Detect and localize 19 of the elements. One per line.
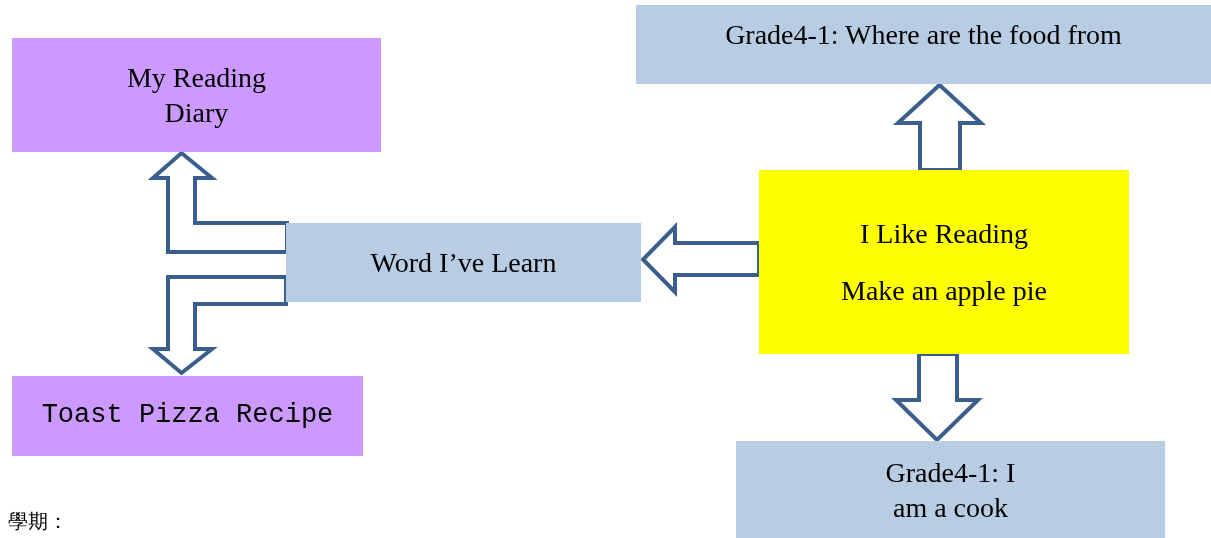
- block-arrow: [147, 275, 288, 376]
- block-arrow: [640, 222, 761, 297]
- box-label: I Like Reading: [860, 217, 1028, 251]
- box-label: My Reading Diary: [125, 61, 268, 130]
- box-label: Make an apple pie: [841, 274, 1047, 308]
- topic-box: [759, 170, 1129, 354]
- block-arrow: [147, 150, 289, 254]
- block-arrow: [891, 352, 983, 443]
- box-label: Grade4-1: Where are the food from: [725, 18, 1122, 52]
- topic-box: [286, 223, 641, 302]
- topic-box: [636, 5, 1211, 84]
- block-arrow: [892, 82, 987, 172]
- note-text: 學期：: [8, 508, 68, 535]
- box-label: Grade4-1: I am a cook: [884, 455, 1017, 525]
- topic-box: [12, 38, 381, 152]
- box-label: Word I’ve Learn: [370, 246, 557, 280]
- topic-box: [12, 376, 363, 456]
- topic-box: [736, 441, 1165, 538]
- box-label: Toast Pizza Recipe: [41, 399, 334, 433]
